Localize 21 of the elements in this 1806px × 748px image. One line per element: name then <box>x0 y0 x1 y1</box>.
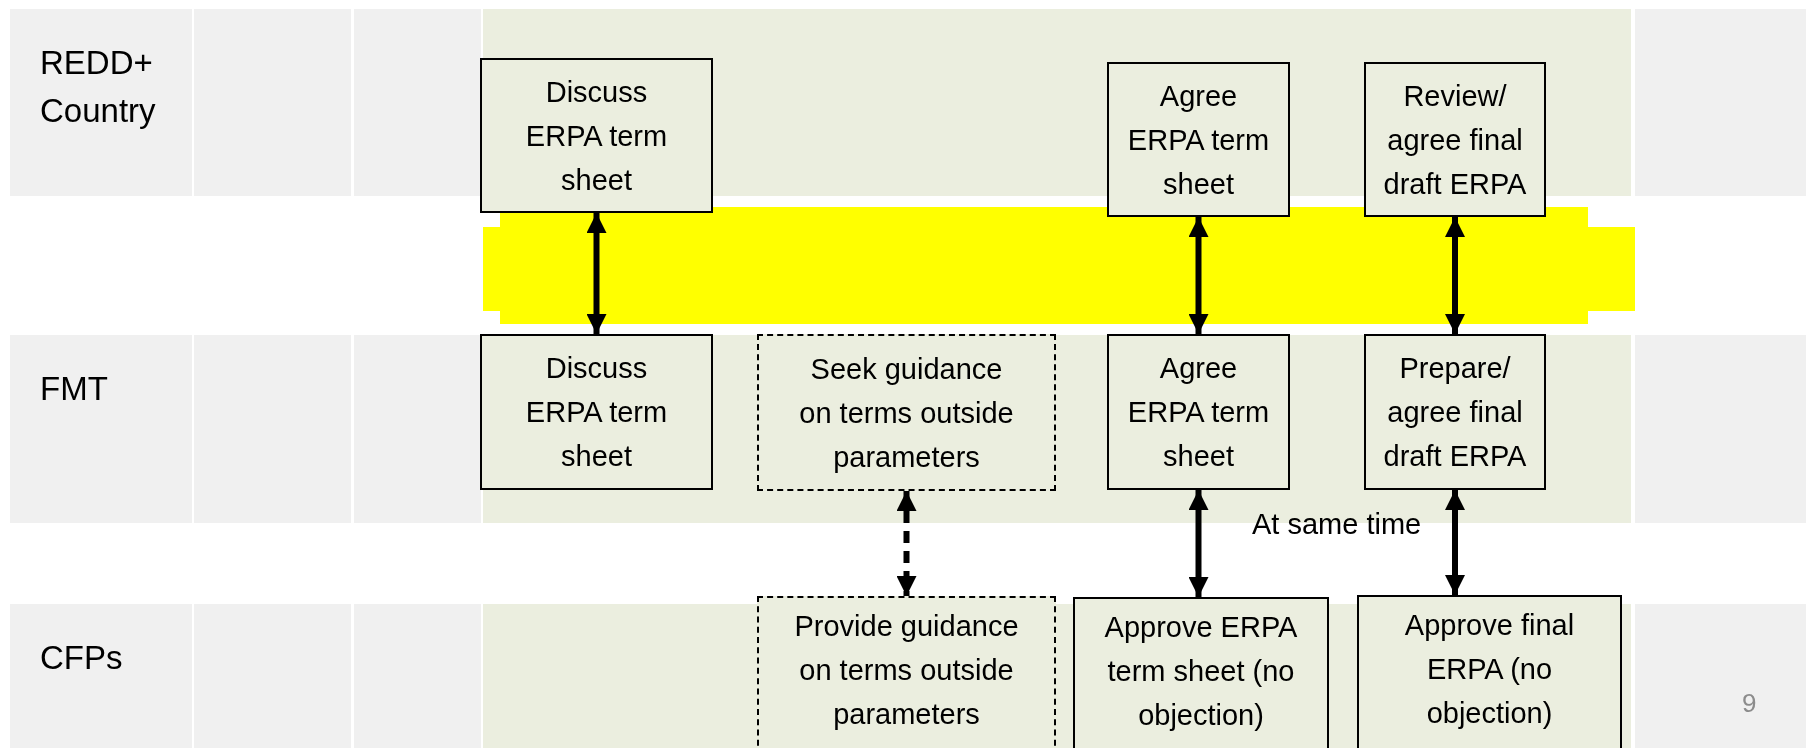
lane-header-cell: CFPs <box>10 604 192 748</box>
process-box: Prepare/ agree final draft ERPA <box>1364 334 1546 490</box>
process-box: Agree ERPA term sheet <box>1107 62 1290 217</box>
lane-header-cell: FMT <box>10 335 192 523</box>
page-number: 9 <box>1742 688 1757 719</box>
note-text: At same time <box>1252 508 1422 541</box>
dashed-process-box: Seek guidance on terms outside parameters <box>757 334 1056 491</box>
process-box: Discuss ERPA term sheet <box>480 334 713 490</box>
double-arrow <box>1188 217 1209 334</box>
process-box: Discuss ERPA term sheet <box>480 58 713 213</box>
double-arrow <box>1445 490 1465 595</box>
dashed-double-arrow <box>896 491 917 596</box>
process-box: Agree ERPA term sheet <box>1107 334 1290 490</box>
process-box: Approve ERPA term sheet (no objection) <box>1073 597 1329 748</box>
dashed-process-box: Provide guidance on terms outside parameters <box>757 596 1056 748</box>
double-arrow <box>586 213 607 334</box>
double-arrow <box>1445 217 1465 334</box>
lane-header-cell: REDD+ Country <box>10 9 192 196</box>
process-box: Review/ agree final draft ERPA <box>1364 62 1546 217</box>
double-arrow <box>1188 490 1209 597</box>
process-box: Approve final ERPA (no objection) <box>1357 595 1622 748</box>
